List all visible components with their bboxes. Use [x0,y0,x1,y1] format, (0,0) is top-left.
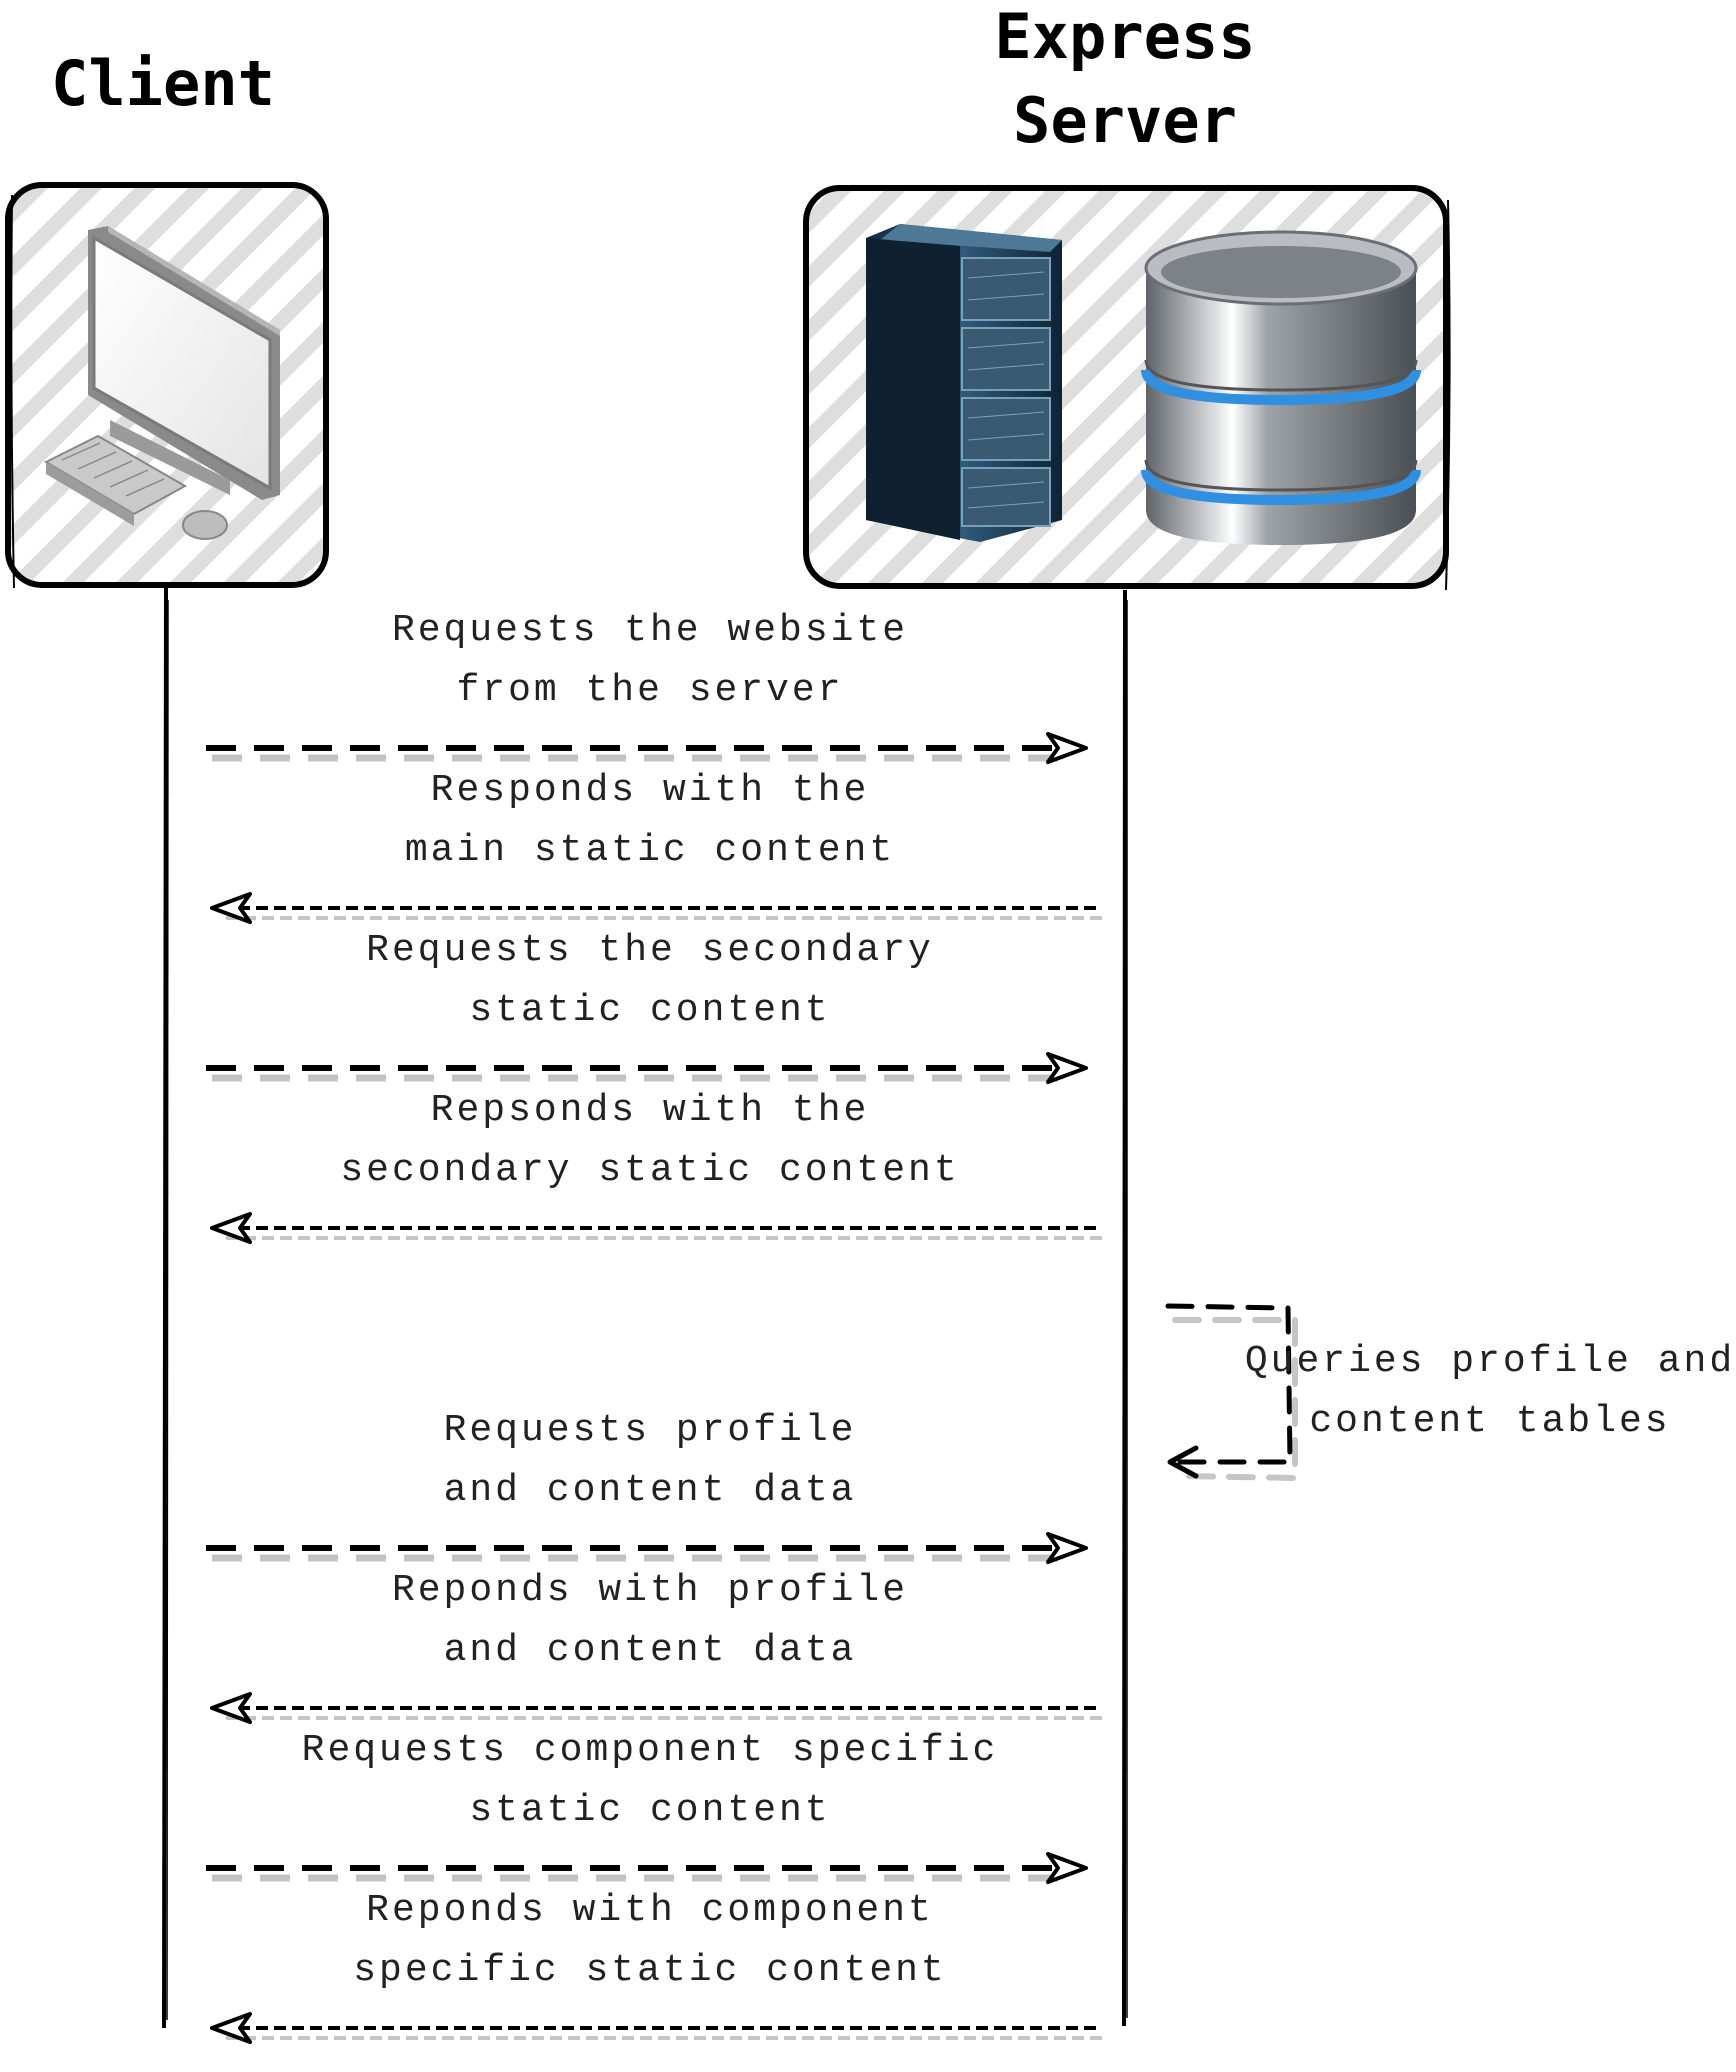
server-lifeline [1122,589,1128,2027]
desktop-computer-icon [43,226,280,540]
message-label: Requests the website from the server [392,609,908,712]
client-title: Client [51,47,275,120]
message-label: Requests component specific static conten… [302,1729,999,1832]
server-rack-icon [866,224,1062,542]
text-line: Queries profile and [1245,1340,1735,1383]
message-2: Responds with the main static content [210,769,1102,924]
text-line: static content [469,1789,830,1832]
arrow-head [210,2012,252,2044]
text-line: specific static content [353,1949,947,1992]
message-label: Reponds with component specific static co… [353,1889,947,1992]
message-6: Reponds with profile and content data [210,1569,1102,1724]
message-label: Requests the secondary static content [366,929,934,1032]
arrow-head [1046,1852,1088,1884]
text-line: from the server [456,669,843,712]
text-line: Reponds with profile [392,1569,908,1612]
text-line: and content data [444,1469,857,1512]
message-3: Requests the secondary static content [206,929,1088,1084]
text-line: Requests component specific [302,1729,999,1772]
self-message-label: Queries profile and content tables [1245,1340,1735,1443]
text-line: static content [469,989,830,1032]
self-message: Queries profile and content tables [1165,1303,1735,1481]
database-icon [1141,230,1421,545]
text-line: secondary static content [340,1149,959,1192]
message-1: Requests the website from the server [206,609,1088,764]
message-7: Requests component specific static conten… [206,1729,1088,1884]
text-line: Requests the secondary [366,929,934,972]
arrow-head [1046,1052,1088,1084]
self-message-arrow [1165,1303,1298,1481]
text-line: Client [51,47,275,120]
message-label: Requests profile and content data [444,1409,857,1512]
message-label: Responds with the main static content [405,769,895,872]
arrow-head [210,1692,252,1724]
client-box [5,182,329,589]
message-8: Reponds with component specific static co… [210,1889,1102,2044]
message-label: Repsonds with the secondary static conten… [340,1089,959,1192]
message-label: Reponds with profile and content data [392,1569,908,1672]
arrow-head [1046,1532,1088,1564]
text-line: main static content [405,829,895,872]
text-line: Responds with the [431,769,870,812]
text-line: Requests the website [392,609,908,652]
text-line: Express [994,0,1255,73]
message-4: Repsonds with the secondary static conten… [210,1089,1102,1244]
arrow-head [210,892,252,924]
arrow-head [210,1212,252,1244]
client-lifeline [162,587,169,2029]
text-line: Requests profile [444,1409,857,1452]
text-line: Repsonds with the [431,1089,870,1132]
arrow-head [1046,732,1088,764]
text-line: content tables [1309,1400,1670,1443]
messages-group: Requests the website from the serverRespo… [206,609,1102,2044]
text-line: Server [1013,84,1237,157]
text-line: and content data [444,1629,857,1672]
message-5: Requests profile and content data [206,1409,1088,1564]
server-box [803,185,1451,591]
text-line: Reponds with component [366,1889,934,1932]
